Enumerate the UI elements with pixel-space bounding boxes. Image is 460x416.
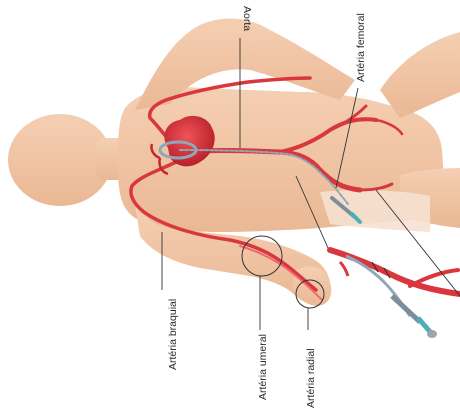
label-femoral: Artéria femoral (355, 13, 367, 82)
inset-hub-cap (427, 330, 437, 338)
label-aorta: Aorta (241, 6, 253, 31)
femoral-inset (330, 250, 460, 338)
inset-artery-branch (410, 270, 458, 286)
upper-leg (380, 32, 460, 118)
label-umeral: Artéria umeral (257, 334, 269, 400)
inset-artery-branch-2 (340, 262, 348, 276)
inset-sheath (392, 296, 420, 322)
label-radial: Artéria radial (305, 348, 317, 408)
label-braquial: Artéria braquial (167, 299, 179, 370)
body-silhouette (8, 19, 460, 306)
